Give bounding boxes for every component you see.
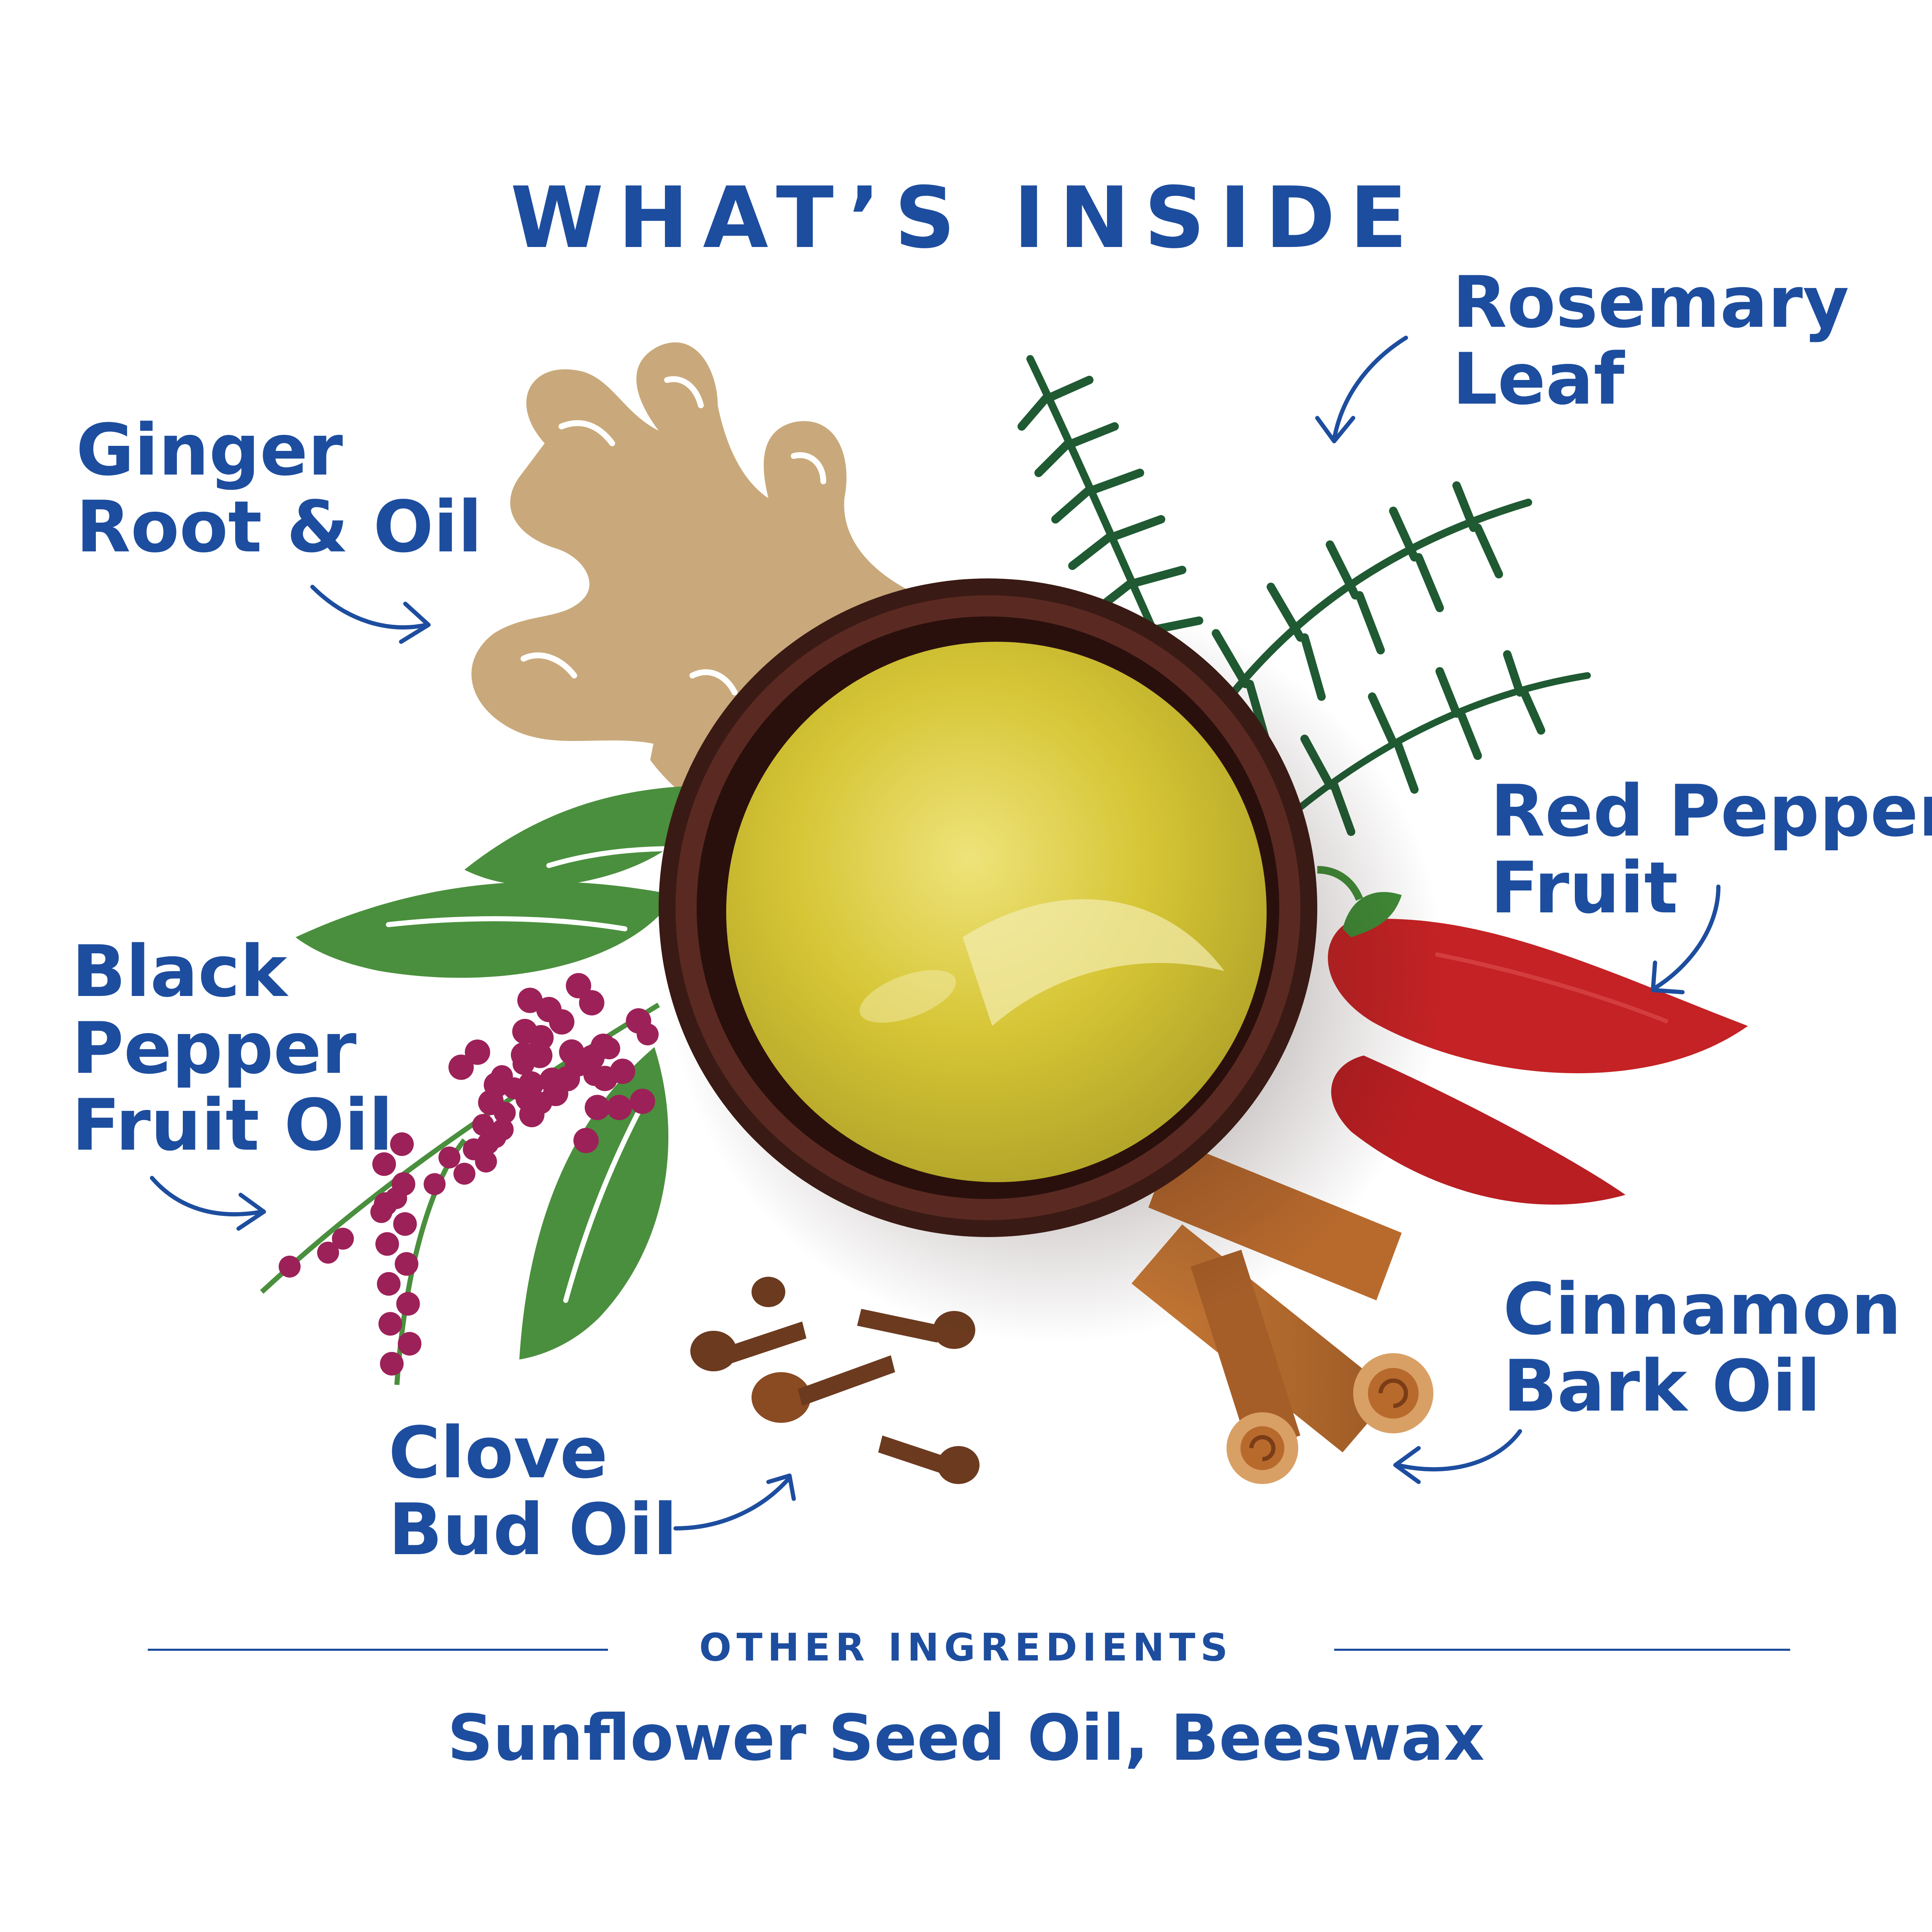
arrow-black-pepper-icon <box>150 1176 266 1231</box>
label-rosemary-leaf: Rosemary Leaf <box>1452 261 1849 421</box>
arrow-cinnamon-icon <box>1393 1429 1522 1484</box>
arrow-clove-icon <box>673 1473 796 1530</box>
arrow-rosemary-icon <box>1315 336 1408 443</box>
other-ingredients-list: Sunflower Seed Oil, Beeswax <box>447 1701 1485 1775</box>
arrow-red-pepper-icon <box>1651 885 1720 994</box>
label-cinnamon-bark-oil: Cinnamon Bark Oil <box>1503 1268 1902 1427</box>
black-pepper-illustration <box>260 973 660 1385</box>
label-clove-bud-oil: Clove Bud Oil <box>388 1411 678 1571</box>
divider-left <box>148 1649 608 1651</box>
label-black-pepper-fruit-oil: Black Pepper Fruit Oil <box>72 930 393 1167</box>
callout-arrows <box>150 336 1720 1530</box>
divider-right <box>1334 1649 1790 1651</box>
label-ginger-root-oil: Ginger Root & Oil <box>76 409 482 568</box>
arrow-ginger-icon <box>310 585 431 644</box>
other-ingredients-heading: OTHER INGREDIENTS <box>699 1625 1233 1670</box>
label-red-pepper-fruit: Red Pepper Fruit <box>1490 770 1932 929</box>
leaf-illustration <box>296 785 718 1359</box>
page-title: WHAT’S INSIDE <box>510 169 1422 267</box>
balm-jar <box>659 578 1444 1343</box>
